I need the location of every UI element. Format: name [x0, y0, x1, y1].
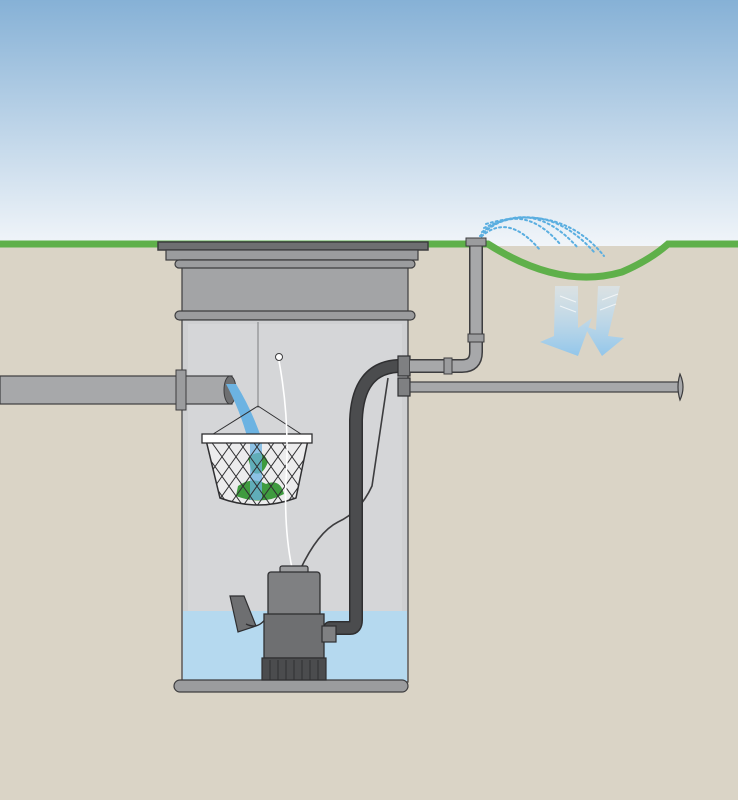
infiltration-arrow-left: [540, 286, 592, 356]
inlet-water-stream: [226, 384, 262, 440]
infiltration-arrow-icon: [540, 286, 624, 356]
outlet-pipe: [410, 237, 487, 375]
shaft-neck-ring-bottom: [174, 310, 416, 321]
leaf-basket-icon: [201, 433, 313, 506]
infiltration-arrow-right: [584, 286, 624, 356]
sky: [0, 0, 738, 246]
pump-outlet: [321, 625, 337, 643]
basket-hangers: [209, 405, 305, 437]
grass-surface: [0, 240, 738, 281]
water-spray: [477, 216, 605, 257]
power-cable: [299, 377, 389, 571]
shaft-cover: [157, 241, 429, 251]
pump-motor: [267, 571, 321, 617]
basket-rim: [201, 433, 313, 444]
pump-body: [263, 613, 325, 659]
inlet-pipe: [0, 369, 237, 411]
float-cable-hook: [275, 353, 293, 569]
shaft-base-ring: [173, 679, 409, 693]
shaft-cover-plate: [165, 249, 419, 261]
shaft-neck-ring-top: [174, 259, 416, 269]
submersible-pump-icon: [261, 565, 337, 681]
discharge-hose: [323, 359, 405, 635]
drain-pipe: [409, 372, 684, 402]
wall-fittings: [397, 355, 411, 397]
